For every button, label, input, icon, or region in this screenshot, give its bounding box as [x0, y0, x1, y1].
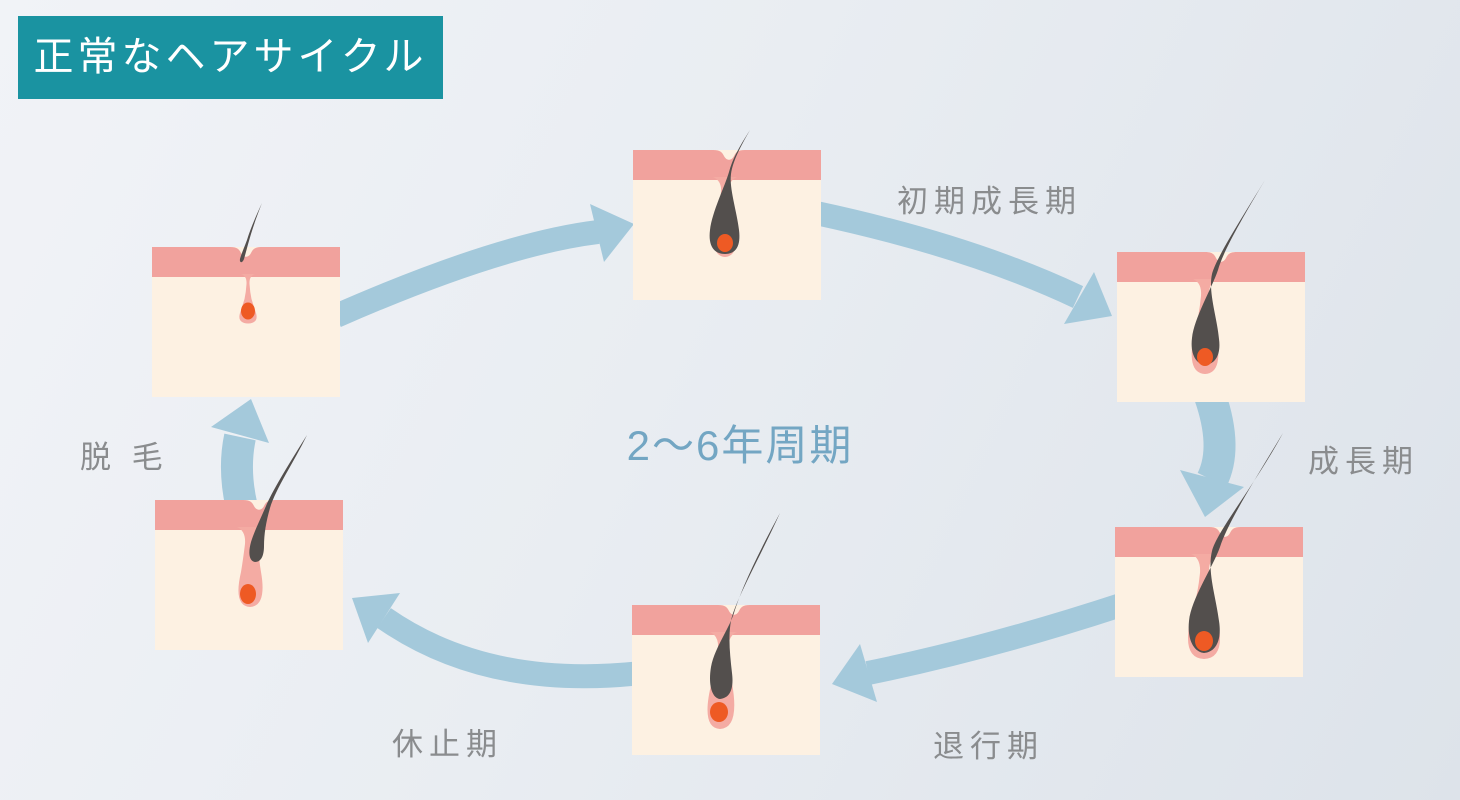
hair-strand — [709, 130, 750, 254]
arrow-regression — [832, 592, 1128, 702]
skin-surface-layer — [1117, 252, 1305, 282]
cycle-duration-label: 2〜6年周期 — [626, 422, 854, 469]
skin-surface-layer — [1115, 527, 1303, 557]
label-growth: 成長期 — [1308, 444, 1419, 479]
label-shedding: 脱 毛 — [80, 440, 169, 475]
club-hair-strand — [249, 435, 307, 562]
arrow-restart-to-early-growth — [331, 204, 634, 327]
hair-strand — [1191, 180, 1265, 365]
arrow-resting — [352, 593, 652, 689]
label-early-growth: 初期成長期 — [897, 184, 1082, 219]
follicle-shed-hair — [152, 203, 340, 397]
dermal-papilla — [241, 302, 255, 320]
dermal-papilla — [1195, 631, 1213, 651]
follicle-catagen — [632, 513, 820, 755]
dermal-papilla — [710, 702, 728, 722]
follicle-telogen — [155, 435, 343, 650]
title-badge: 正常なヘアサイクル — [18, 16, 443, 99]
follicle-early-anagen — [633, 130, 821, 300]
follicle-anagen-start — [1117, 180, 1305, 402]
skin-surface-layer — [155, 500, 343, 530]
detached-hair-strand — [239, 203, 262, 263]
hair-strand — [1188, 433, 1283, 653]
arrow-growth — [1180, 390, 1244, 517]
skin-surface-layer — [152, 247, 340, 277]
dermal-papilla — [1197, 348, 1213, 366]
skin-surface-layer — [632, 605, 820, 635]
label-resting: 休止期 — [392, 727, 503, 762]
skin-surface-layer — [633, 150, 821, 180]
arrow-early-growth — [813, 201, 1112, 324]
dermal-papilla — [240, 584, 256, 604]
hair-strand — [710, 513, 780, 699]
follicle-full-anagen — [1115, 433, 1303, 677]
label-regression: 退行期 — [933, 729, 1044, 764]
dermal-papilla — [717, 234, 733, 252]
